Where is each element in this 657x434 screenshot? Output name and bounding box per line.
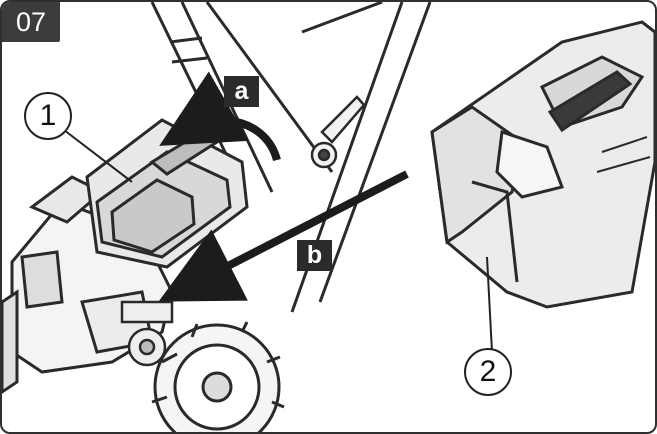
label-b: b [297, 240, 332, 271]
grass-catcher [430, 20, 655, 309]
battery [85, 118, 249, 269]
callout-2-leader [486, 256, 493, 353]
callout-2: 2 [464, 348, 512, 396]
handle-clamp [310, 95, 366, 169]
insert-arrow-b [158, 170, 409, 302]
rear-flap [120, 300, 174, 367]
label-a: a [224, 76, 259, 107]
rotate-arrow-a [159, 71, 281, 162]
step-number: 07 [2, 2, 60, 42]
callout-1-leader [63, 129, 133, 183]
rear-wheel [151, 321, 285, 432]
callout-1: 1 [24, 92, 72, 140]
